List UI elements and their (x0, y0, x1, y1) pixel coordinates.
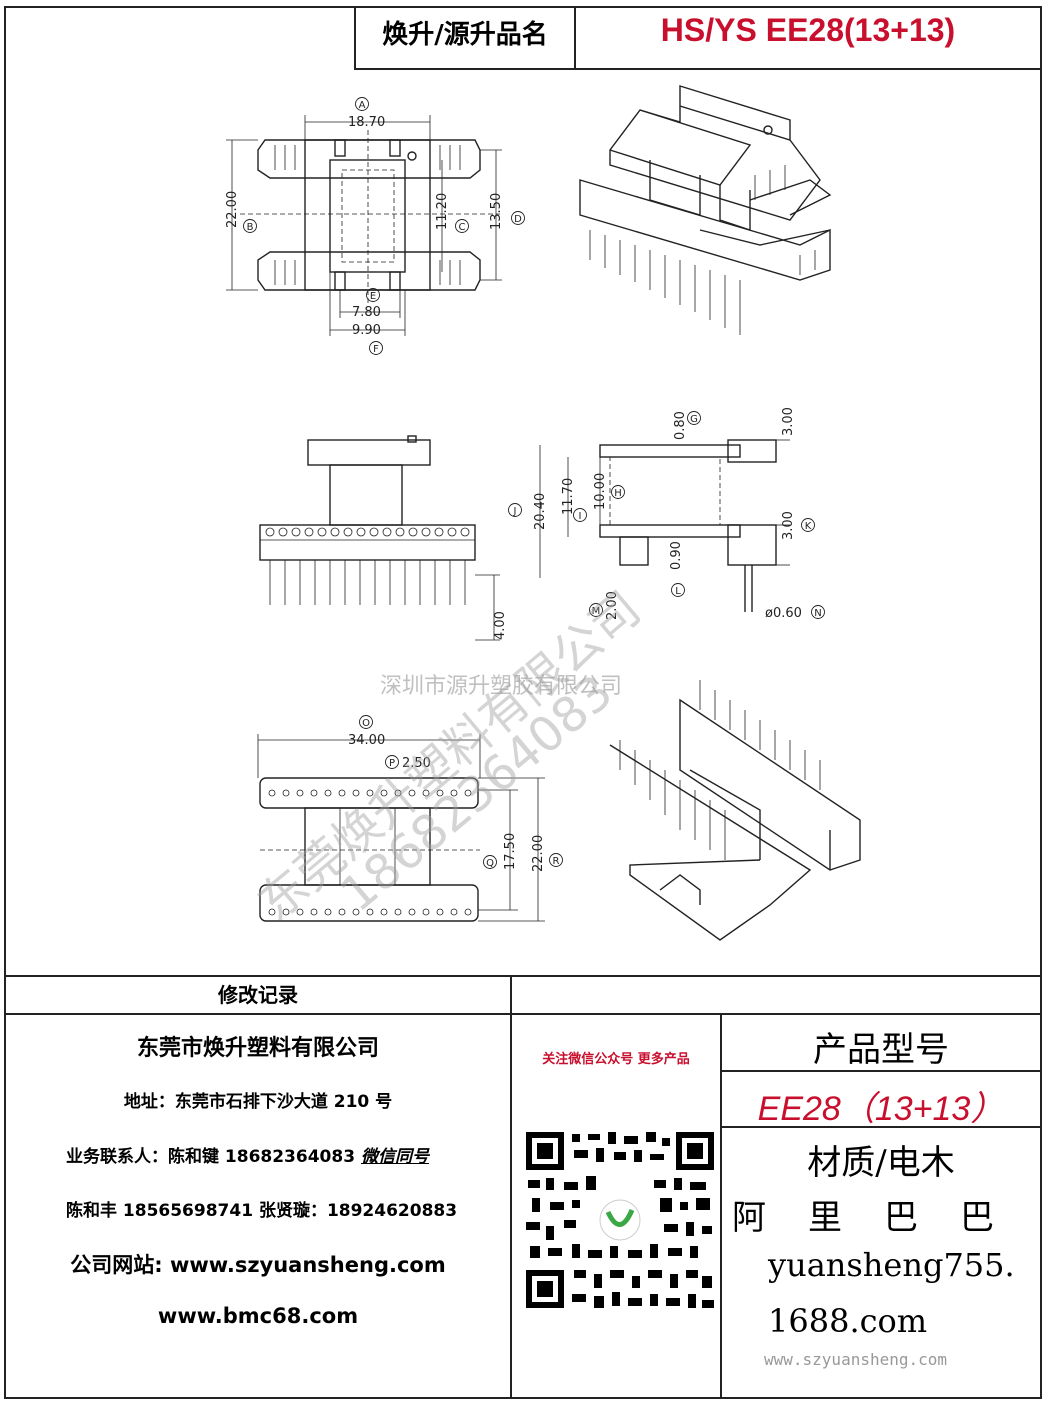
iso-view-top (579, 85, 832, 335)
company-address: 地址：东莞市石排下沙大道 210 号 (123, 1092, 393, 1112)
contact-line-1: 业务联系人：陈和键 18682364083 微信同号 (66, 1142, 429, 1167)
dim-p-text: 2.50 (402, 756, 431, 771)
website-line-1: 公司网站: www.szyuansheng.com (70, 1253, 446, 1277)
header-box (354, 6, 1042, 70)
website-line-2: www.bmc68.com (157, 1304, 359, 1328)
svg-text:P: P (389, 758, 395, 769)
dim-g-text: 0.80 (673, 411, 688, 440)
svg-text:A: A (359, 100, 366, 111)
material-label: 材质/电木 (807, 1143, 955, 1183)
shop-line-2: 1688.com (768, 1302, 928, 1340)
svg-text:J: J (513, 506, 517, 517)
svg-text:K: K (805, 521, 812, 532)
svg-text:D: D (514, 214, 522, 225)
svg-text:G: G (690, 414, 698, 425)
svg-text:E: E (370, 291, 376, 302)
page-frame (4, 6, 1042, 1399)
technical-drawing: .o { fill: none; stroke: #222; stroke-wi… (225, 85, 861, 941)
product-name-title: HS/YS EE28(13+13) (660, 12, 956, 48)
header-divider (574, 6, 576, 70)
footer-top-rule (4, 975, 1042, 977)
qr-code (524, 1130, 716, 1310)
top-view: 18.70 A 22.00 B 11.20 C 13.50 D (225, 97, 525, 355)
side-view-profile: 20.40 J 11.70 I 10.00 H 0.80 G 3.00 3.00… (508, 407, 825, 621)
svg-text:O: O (362, 718, 370, 729)
svg-text:N: N (814, 608, 821, 619)
dim-k-text: 3.00 (781, 511, 796, 540)
alibaba-label: 阿 里 巴 巴 (732, 1198, 998, 1238)
dim-d-text: 13.50 (489, 193, 504, 230)
dim-pin-text: 4.00 (493, 611, 508, 640)
dim-n-text: ø0.60 (765, 606, 802, 621)
col-divider-2 (720, 1013, 722, 1399)
dim-q-text: 17.50 (503, 833, 518, 870)
company-name: 东莞市焕升塑料有限公司 (136, 1036, 379, 1061)
dim-o-text: 34.00 (348, 733, 385, 748)
dim-b-text: 22.00 (225, 191, 240, 228)
svg-text:B: B (247, 222, 254, 233)
svg-text:R: R (553, 856, 560, 867)
svg-text:F: F (373, 344, 379, 355)
svg-text:C: C (459, 222, 466, 233)
qr-caption: 关注微信公众号 更多产品 (542, 1052, 690, 1067)
revision-label: 修改记录 (218, 983, 298, 1007)
dim-i-text: 11.70 (561, 478, 576, 515)
wechat-same: 微信同号 (360, 1147, 429, 1167)
watermark-company: 深圳市源升塑胶有限公司 (380, 674, 623, 699)
dim-e-text: 7.80 (352, 305, 381, 320)
svg-text:H: H (614, 488, 622, 499)
dim-l-text: 0.90 (669, 541, 684, 570)
col-divider-1 (510, 975, 512, 1399)
dim-r-text: 22.00 (531, 835, 546, 872)
revision-rule (4, 1013, 1042, 1015)
dim-j-text: 20.40 (533, 493, 548, 530)
dim-c-text: 11.20 (435, 193, 450, 230)
model-label: 产品型号 (813, 1030, 949, 1070)
svg-text:L: L (675, 586, 681, 597)
dim-m-text: 2.00 (605, 591, 620, 620)
contact-1: 业务联系人：陈和键 18682364083 (66, 1147, 356, 1167)
product-name-label: 焕升/源升品名 (382, 20, 548, 50)
side-view-front: 4.00 (259, 435, 508, 641)
shop-line-1: yuansheng755. (768, 1246, 1015, 1284)
model-rule-1 (720, 1070, 1042, 1072)
svg-text:M: M (592, 606, 601, 617)
website-small: www.szyuansheng.com (764, 1350, 948, 1369)
model-value: EE28（13+13） (757, 1090, 1005, 1128)
dim-f-text: 9.90 (352, 323, 381, 338)
model-rule-2 (720, 1126, 1042, 1128)
dim-h-text: 10.00 (593, 473, 608, 510)
svg-text:Q: Q (486, 858, 494, 869)
dim-k2-text: 3.00 (781, 407, 796, 436)
dim-a-text: 18.70 (348, 115, 385, 130)
iso-view-bottom (609, 680, 861, 941)
bottom-view: O 34.00 P 2.50 17.50 Q 22.00 R (257, 715, 563, 922)
contact-line-2: 陈和丰 18565698741 张贤璇：18924620883 (66, 1201, 458, 1221)
svg-text:I: I (579, 511, 582, 522)
